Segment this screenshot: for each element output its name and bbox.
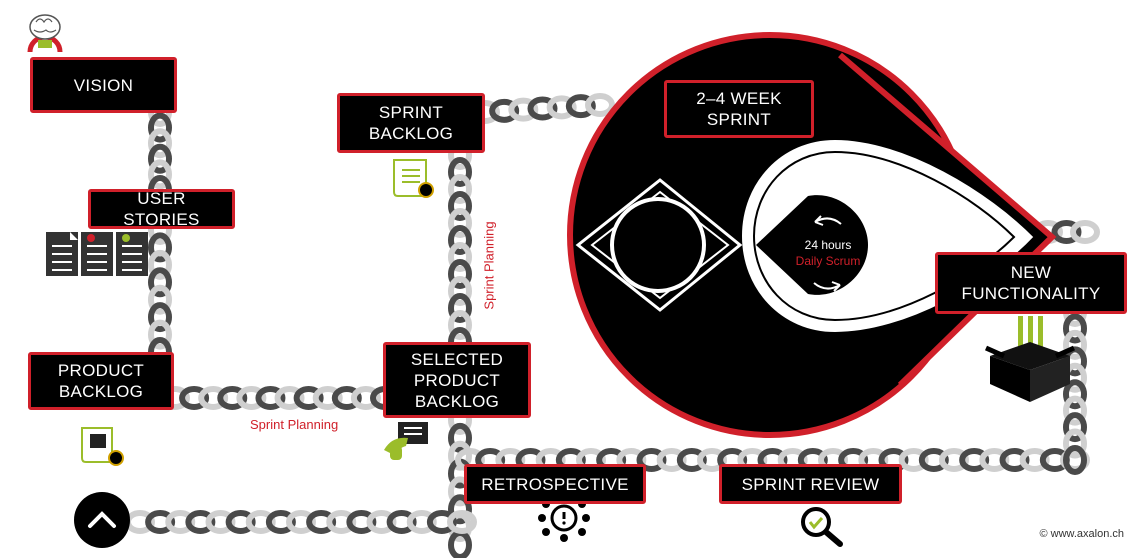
chain-link — [448, 422, 472, 453]
chain-link — [306, 510, 337, 534]
chain-link — [217, 386, 248, 410]
new-functionality-box-icon — [984, 316, 1076, 402]
chain-link — [225, 510, 256, 534]
chain-link — [148, 267, 172, 298]
chain-link — [448, 174, 472, 204]
chain-link — [1063, 445, 1087, 475]
chain-link — [350, 386, 381, 410]
chain-link — [448, 208, 472, 238]
chain-link — [245, 510, 276, 534]
chain-link — [1063, 428, 1087, 459]
chain-link — [448, 225, 472, 255]
chain-link — [148, 249, 172, 280]
chain-link — [286, 510, 316, 534]
chain-link — [312, 386, 343, 410]
chain-link — [1070, 220, 1100, 244]
product-backlog-label: PRODUCT BACKLOG — [28, 352, 174, 410]
chain-link — [148, 143, 172, 174]
back-to-top-button[interactable] — [74, 492, 130, 548]
chain-link — [255, 386, 286, 410]
chain-link — [959, 448, 990, 472]
chain-link — [346, 510, 377, 534]
chain-link — [448, 191, 472, 221]
chain-link — [205, 510, 236, 534]
chain-link — [1019, 448, 1050, 472]
chain-link — [1063, 412, 1087, 443]
chain-link — [1063, 395, 1087, 426]
new-functionality-label: NEW FUNCTIONALITY — [935, 252, 1127, 314]
chain-link — [426, 510, 457, 534]
chain-link — [697, 448, 727, 472]
chain-link — [1063, 313, 1087, 344]
daily-scrum-text: Daily Scrum — [795, 254, 861, 268]
chain-link — [979, 448, 1010, 472]
chain-link — [148, 128, 172, 159]
chain-link — [326, 510, 357, 534]
chain-link — [366, 510, 397, 534]
chain-link — [448, 259, 472, 289]
chain-link — [448, 242, 472, 272]
chain-link — [448, 293, 472, 323]
chain-link — [386, 510, 417, 534]
chain-link — [636, 448, 667, 472]
selected-backlog-hand-icon — [384, 422, 428, 460]
chain-link — [565, 94, 596, 119]
chain-link — [406, 510, 437, 534]
chain-link — [676, 448, 707, 472]
brain-icon — [27, 14, 63, 53]
chain-link — [179, 386, 210, 410]
chain-link — [527, 96, 558, 121]
sprint-length-label: 2–4 WEEK SPRINT — [664, 80, 814, 138]
product-backlog-scroll-icon — [81, 427, 124, 466]
chain-link — [999, 448, 1030, 472]
chain-link — [939, 448, 969, 472]
sprint-backlog-label: SPRINT BACKLOG — [337, 93, 485, 153]
chain-links — [125, 93, 1100, 558]
chain-link — [236, 386, 267, 410]
chain-link — [148, 319, 172, 350]
chain-link — [898, 448, 929, 472]
chain-link — [331, 386, 362, 410]
chain-link — [274, 386, 305, 410]
chain-link — [145, 510, 176, 534]
chain-link — [585, 93, 615, 117]
chain-link — [448, 310, 472, 340]
selected-product-backlog-label: SELECTED PRODUCT BACKLOG — [383, 342, 531, 418]
chain-link — [148, 112, 172, 143]
vision-label: VISION — [30, 57, 177, 113]
chain-link — [185, 510, 216, 534]
chain-link — [546, 95, 577, 120]
chain-link — [1063, 379, 1087, 410]
chain-link — [508, 97, 539, 122]
chain-link — [656, 448, 687, 472]
chain-link — [148, 302, 172, 333]
copyright-text: © www.axalon.ch — [1039, 528, 1124, 540]
chain-link — [448, 157, 472, 187]
chain-link — [1063, 329, 1087, 360]
user-stories-documents-icon — [46, 232, 148, 276]
chain-link — [265, 510, 296, 534]
retrospective-label: RETROSPECTIVE — [464, 464, 646, 504]
sprint-planning-vertical-annotation: Sprint Planning — [481, 221, 497, 310]
chain-link — [293, 386, 324, 410]
user-stories-label: USER STORIES — [88, 189, 235, 229]
chain-link — [918, 448, 949, 472]
chain-link — [198, 386, 229, 410]
chain-link — [448, 494, 472, 525]
sprint-review-magnifier-icon — [801, 507, 843, 547]
chain-link — [489, 98, 520, 123]
sprint-backlog-scroll-icon — [393, 159, 434, 198]
chain-link — [1051, 220, 1082, 244]
chain-link — [165, 510, 196, 534]
chain-link — [448, 276, 472, 306]
chain-link — [148, 232, 172, 263]
sprint-review-label: SPRINT REVIEW — [719, 464, 902, 504]
chain-link — [148, 284, 172, 315]
chain-link — [148, 159, 172, 190]
sprint-planning-annotation: Sprint Planning — [250, 417, 339, 432]
daily-hours-text: 24 hours — [804, 238, 852, 252]
chain-link — [447, 510, 477, 534]
